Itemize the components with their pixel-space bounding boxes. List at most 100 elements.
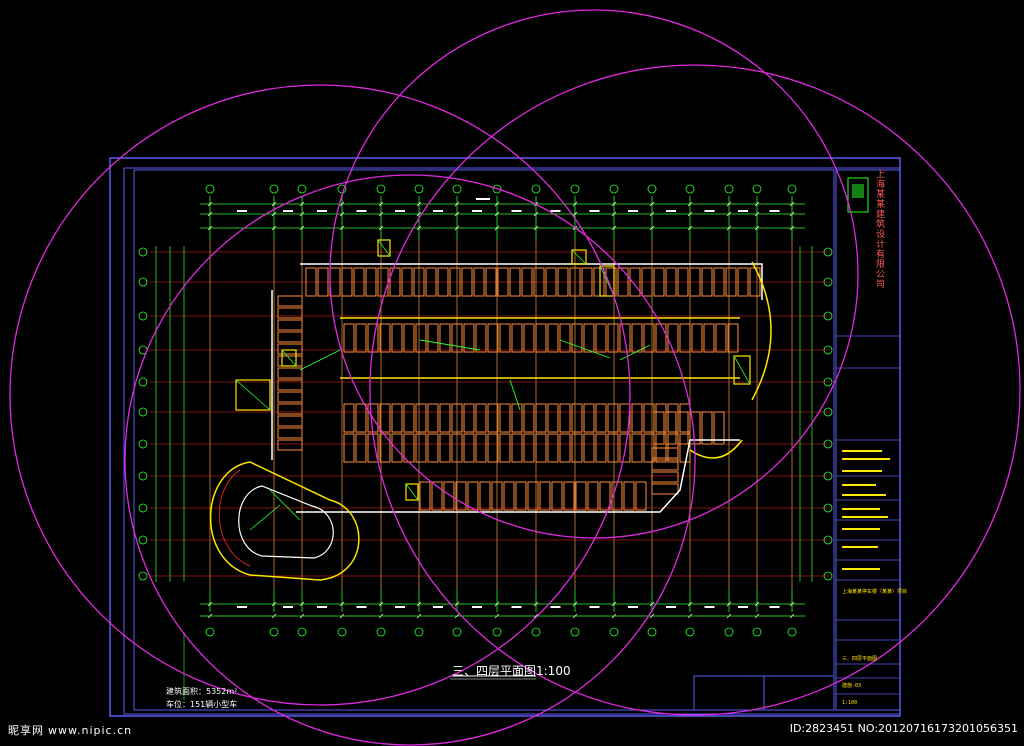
curved-wall-right (751, 261, 772, 401)
dim-tick (339, 613, 345, 619)
stair-core-cross (571, 249, 587, 265)
parking-stall (479, 481, 491, 511)
dim-text-mark (472, 210, 482, 212)
parking-stall (563, 481, 575, 511)
parking-stall (595, 403, 607, 433)
parking-stall (425, 267, 437, 297)
parking-stall (497, 267, 509, 297)
parking-stall (727, 323, 739, 353)
parking-stall (391, 323, 403, 353)
dim-tick (572, 201, 578, 207)
axis-row-bubble-left (138, 247, 148, 257)
dim-text-mark (237, 210, 247, 212)
title-block-text-line (842, 546, 878, 548)
parking-stall (689, 267, 701, 297)
dim-text-mark (433, 606, 443, 608)
dim-tick (339, 201, 345, 207)
title-block-text-line (842, 458, 890, 460)
overlay-circle (124, 174, 696, 746)
stair-core (733, 355, 751, 385)
parking-stall (463, 403, 475, 433)
dim-tick (416, 211, 422, 217)
dim-tick (611, 225, 617, 231)
parking-stall (413, 267, 425, 297)
ramp-outer (209, 461, 360, 581)
parking-stall (439, 323, 451, 353)
parking-stall (545, 267, 557, 297)
dim-tick (454, 613, 460, 619)
dim-tick (754, 201, 760, 207)
parking-stall (619, 403, 631, 433)
ramp-arrow (299, 349, 341, 371)
parking-stall (427, 403, 439, 433)
parking-stall (703, 323, 715, 353)
parking-stall (547, 323, 559, 353)
parking-stall (439, 403, 451, 433)
axis-col-bubble-bottom (685, 627, 695, 637)
parking-stall (451, 403, 463, 433)
parking-stall (355, 403, 367, 433)
parking-stall-side (277, 295, 303, 307)
dim-tick (416, 613, 422, 619)
stair-core (405, 483, 419, 501)
parking-stall (451, 433, 463, 463)
dim-text-mark (628, 210, 638, 212)
parking-stall (715, 323, 727, 353)
parking-stall (607, 433, 619, 463)
parking-stall (677, 411, 689, 445)
parking-stall (341, 267, 353, 297)
title-block-text-line (842, 568, 880, 570)
parking-stall (437, 267, 449, 297)
axis-row-bubble-right (823, 247, 833, 257)
plot-frame (133, 169, 835, 711)
parking-stall (607, 323, 619, 353)
dim-text-mark (356, 606, 367, 608)
dim-total-mark (476, 198, 490, 200)
dim-tick (754, 601, 760, 607)
axis-col-bubble-bottom (297, 627, 307, 637)
dim-tick (494, 613, 500, 619)
stair-core-cross (377, 239, 391, 257)
dim-text-mark (317, 606, 327, 608)
axis-col-bubble-bottom (787, 627, 797, 637)
dim-tick (687, 201, 693, 207)
dim-tick (494, 601, 500, 607)
stair-core-cross (235, 379, 271, 411)
parking-stall (551, 481, 563, 511)
dim-tick (754, 225, 760, 231)
parking-stall (583, 433, 595, 463)
axis-row-bubble-right (823, 439, 833, 449)
dim-tick (533, 211, 539, 217)
ramp-arrow (619, 344, 651, 361)
parking-stall-side (651, 447, 679, 459)
axis-row-bubble-right (823, 503, 833, 513)
axis-col-bubble-top (570, 184, 580, 194)
parking-stall (511, 323, 523, 353)
axis-row-bubble-right (823, 345, 833, 355)
dim-tick (271, 613, 277, 619)
company-logo (847, 177, 869, 213)
parking-stall (463, 323, 475, 353)
parking-stall (653, 267, 665, 297)
parking-stalls (277, 267, 761, 511)
parking-stall (355, 323, 367, 353)
parking-stall (523, 433, 535, 463)
dim-tick (611, 613, 617, 619)
parking-stall (643, 323, 655, 353)
parking-stall (629, 267, 641, 297)
parking-stall (595, 323, 607, 353)
parking-stall (667, 323, 679, 353)
parking-stall (487, 403, 499, 433)
title-block-text-line (842, 508, 880, 510)
stair-core (235, 379, 271, 411)
dim-text-mark (283, 606, 293, 608)
axis-row-bubble-right (823, 277, 833, 287)
drawing-frame (109, 157, 901, 717)
parking-stall (365, 267, 377, 297)
axis-col-bubble-top (609, 184, 619, 194)
axis-col-bubble-top (337, 184, 347, 194)
overlay-circle (369, 64, 1021, 716)
stair-core (377, 239, 391, 257)
dim-tick (416, 201, 422, 207)
parking-stall (583, 323, 595, 353)
